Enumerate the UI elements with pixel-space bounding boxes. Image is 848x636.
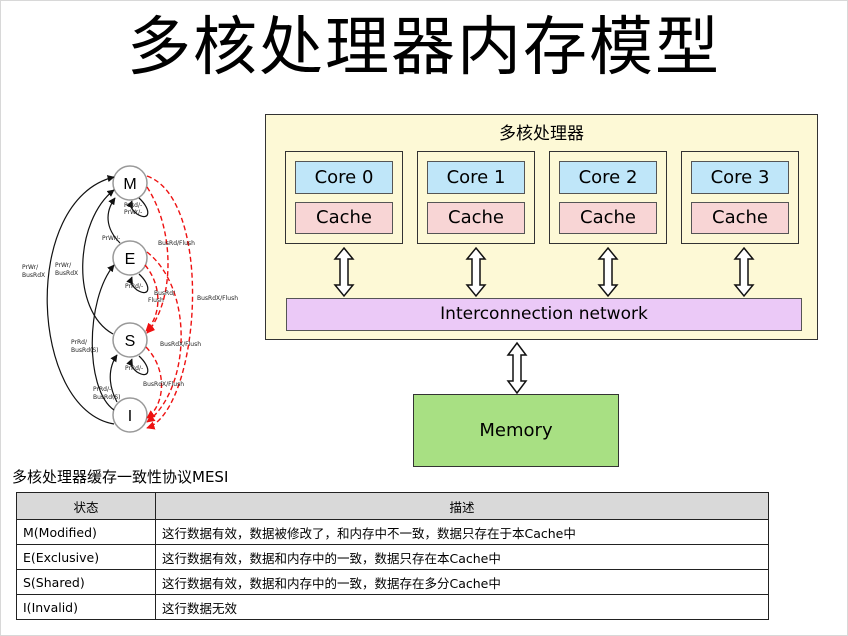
label-i-to-e-2: BusRd(S) [71, 347, 99, 354]
core-box-2: Core 2 Cache [549, 151, 667, 244]
cache-label: Cache [295, 202, 393, 234]
label-i-to-m-2: BusRdX [22, 272, 45, 279]
label-e-loop: PrRd/- [125, 283, 143, 290]
e-self-loop [126, 273, 149, 294]
processor-title: 多核处理器 [499, 124, 584, 144]
label-m-to-i: BusRdX/Flush [197, 295, 238, 302]
bus-arrow-3 [733, 246, 755, 298]
multicore-processor-box: 多核处理器 Core 0 Cache Core 1 Cache Core 2 C… [265, 114, 818, 340]
table-cell-state: E(Exclusive) [16, 544, 156, 570]
core-box-0: Core 0 Cache [285, 151, 403, 244]
state-s-circle [112, 322, 148, 358]
mesi-caption: 多核处理器缓存一致性协议MESI [12, 468, 229, 486]
state-e-circle [112, 240, 148, 276]
m-to-s-arrow [146, 186, 169, 334]
label-s-to-i: BusRdX/Flush [143, 381, 184, 388]
label-m-to-s: BusRd/Flush [158, 240, 195, 247]
label-i-to-s-2: BusRd(S) [93, 394, 121, 401]
e-to-s-arrow [144, 264, 159, 332]
table-cell-description: 这行数据无效 [155, 594, 769, 620]
e-to-i-arrow [146, 251, 182, 423]
s-self-loop [126, 355, 149, 376]
table-cell-description: 这行数据有效，数据和内存中的一致，数据只存在本Cache中 [155, 544, 769, 570]
core-label: Core 1 [427, 161, 525, 194]
memory-arrow [506, 341, 528, 395]
state-m-circle [112, 165, 148, 201]
s-to-m-arrow [82, 189, 115, 335]
core-label: Core 3 [691, 161, 789, 194]
table-header-state: 状态 [16, 492, 156, 520]
table-header-description: 描述 [155, 492, 769, 520]
label-e-to-i: BusRdX/Flush [160, 341, 201, 348]
state-e: E [125, 251, 136, 268]
label-s-to-m-2: BusRdX [55, 270, 78, 277]
table-header-row: 状态 描述 [16, 492, 769, 520]
table-row: E(Exclusive) 这行数据有效，数据和内存中的一致，数据只存在本Cach… [16, 544, 769, 570]
i-to-e-arrow [91, 264, 115, 411]
m-self-loop [126, 197, 149, 218]
label-i-to-e-1: PrRd/ [71, 339, 88, 346]
memory-box: Memory [413, 394, 619, 467]
label-m-loop2: PrWr/- [124, 209, 142, 216]
state-s: S [125, 333, 136, 350]
label-i-to-m-1: PrWr/ [22, 264, 39, 271]
core-label: Core 0 [295, 161, 393, 194]
table-cell-description: 这行数据有效，数据被修改了，和内存中不一致，数据只存在于本Cache中 [155, 519, 769, 545]
mesi-table: 状态 描述 M(Modified) 这行数据有效，数据被修改了，和内存中不一致，… [16, 492, 769, 620]
state-m: M [123, 176, 136, 193]
label-i-to-s-1: PrRd/- [93, 386, 111, 393]
mesi-state-diagram: M E S I PrRd/ [22, 165, 238, 433]
label-e-to-s-2: Flush [148, 297, 164, 304]
i-to-m-arrow [46, 175, 115, 425]
core-label: Core 2 [559, 161, 657, 194]
label-e-to-s-1: BusRd/ [154, 290, 176, 297]
e-to-m-arrow [107, 197, 121, 244]
label-m-loop: PrRd/- [124, 202, 142, 209]
bus-arrow-2 [597, 246, 619, 298]
bus-arrow-1 [465, 246, 487, 298]
table-cell-description: 这行数据有效，数据和内存中的一致，数据存在多分Cache中 [155, 569, 769, 595]
core-box-3: Core 3 Cache [681, 151, 799, 244]
table-cell-state: M(Modified) [16, 519, 156, 545]
label-e-to-m: PrWr/- [102, 235, 120, 242]
bus-arrow-0 [333, 246, 355, 298]
label-s-to-m-1: PrWr/ [55, 262, 72, 269]
core-box-1: Core 1 Cache [417, 151, 535, 244]
cache-label: Cache [559, 202, 657, 234]
table-row: I(Invalid) 这行数据无效 [16, 594, 769, 620]
interconnection-network: Interconnection network [286, 298, 802, 331]
state-i: I [128, 408, 132, 425]
table-row: S(Shared) 这行数据有效，数据和内存中的一致，数据存在多分Cache中 [16, 569, 769, 595]
table-cell-state: I(Invalid) [16, 594, 156, 620]
label-s-loop: PrRd/- [125, 365, 143, 372]
s-to-i-arrow [145, 346, 163, 419]
i-to-s-arrow [109, 354, 118, 403]
table-cell-state: S(Shared) [16, 569, 156, 595]
cache-label: Cache [691, 202, 789, 234]
table-row: M(Modified) 这行数据有效，数据被修改了，和内存中不一致，数据只存在于… [16, 519, 769, 545]
cache-label: Cache [427, 202, 525, 234]
slide-title: 多核处理器内存模型 [127, 11, 721, 85]
